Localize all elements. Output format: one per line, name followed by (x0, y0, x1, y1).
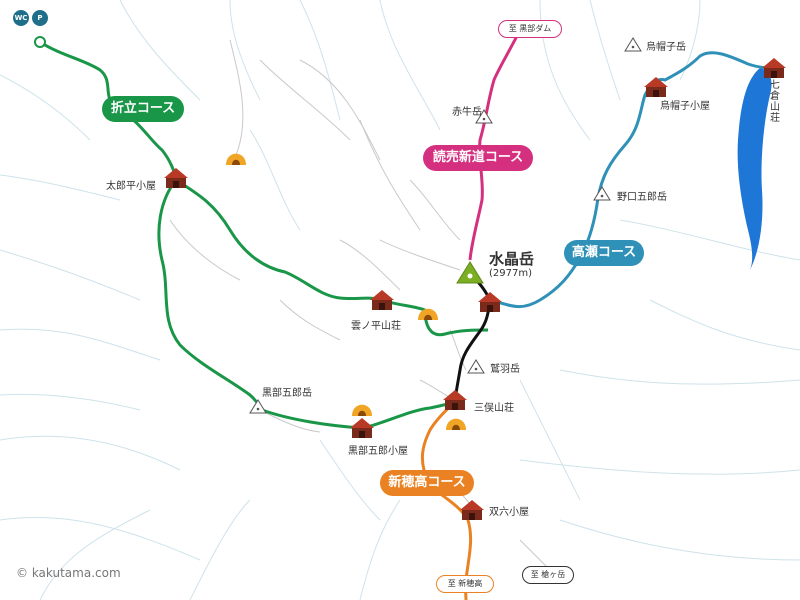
peak-label-eboshi: 烏帽子岳 (646, 42, 686, 53)
yomiuri-course-label: 読売新道コース (423, 145, 533, 171)
lake (737, 68, 772, 270)
hut-label-kumonodaira: 雲ノ平山荘 (351, 321, 401, 332)
peak-marker-kurobegoro (249, 399, 267, 414)
hut-label-nanakura: 七倉山荘 (770, 80, 780, 124)
parking-icon: P (32, 10, 48, 26)
hut-label-mimata: 三俣山荘 (474, 403, 514, 414)
orikate-course-west-branch (157, 179, 264, 411)
main-peak-elevation: (2977m) (489, 268, 532, 279)
takase-course-label: 高瀬コース (564, 240, 644, 266)
hut-icon-kumonodaira (370, 290, 394, 310)
credit-text: © kakutama.com (16, 566, 121, 580)
peak-marker-akaushi (475, 109, 493, 124)
campsite-icon-kumonodaira (418, 308, 438, 320)
hut-icon-nanakura (762, 58, 786, 78)
campsite-icon-mimata (446, 418, 466, 430)
hut-icon-suishodake (478, 292, 502, 312)
shinhotaka-course-route (420, 400, 473, 600)
campsite-icon-taroudaira (226, 153, 246, 165)
kumonodaira-route (175, 178, 426, 312)
peak-marker-washiba (467, 359, 485, 374)
peak-marker-eboshi (624, 37, 642, 52)
kurobegoro-link (261, 408, 363, 430)
summit-marker-dot (467, 273, 473, 279)
kumonodaira-link (423, 309, 489, 337)
main-peak-name: 水晶岳 (489, 250, 535, 268)
hut-icon-taroudaira (164, 168, 188, 188)
yarigatake-destination: 至 槍ヶ岳 (522, 566, 574, 584)
takase-course-route (489, 51, 775, 309)
hut-icon-mimata (443, 390, 467, 410)
peak-label-akaushi: 赤牛岳 (452, 107, 482, 118)
orikate-course-label: 折立コース (102, 96, 184, 122)
hut-icon-kurobegoro (350, 418, 374, 438)
washiba-route (453, 299, 492, 401)
summit-marker (456, 261, 484, 284)
peak-label-washiba: 鷲羽岳 (490, 364, 520, 375)
hut-icon-sugoroku (460, 500, 484, 520)
peak-marker-noguchigoro (593, 186, 611, 201)
hut-label-taroudaira: 太郎平小屋 (106, 181, 156, 192)
peak-label-kurobegoro: 黒部五郎岳 (262, 388, 312, 399)
hut-label-sugoroku: 双六小屋 (489, 507, 529, 518)
hut-icon-eboshi (644, 77, 668, 97)
shinhotaka-destination: 至 新穂高 (436, 575, 494, 593)
start-point (34, 36, 46, 48)
hut-label-eboshi: 烏帽子小屋 (660, 101, 710, 112)
yomiuri-course-route (468, 29, 522, 261)
shinhotaka-course-label: 新穂高コース (380, 470, 474, 496)
peak-label-noguchigoro: 野口五郎岳 (617, 192, 667, 203)
ridges (169, 39, 561, 581)
kurobe-dam-destination: 至 黒部ダム (498, 20, 562, 38)
hut-label-kurobegoro: 黒部五郎小屋 (348, 446, 408, 457)
wc-icon: WC (13, 10, 29, 26)
campsite-icon-kurobegoro (352, 404, 372, 416)
